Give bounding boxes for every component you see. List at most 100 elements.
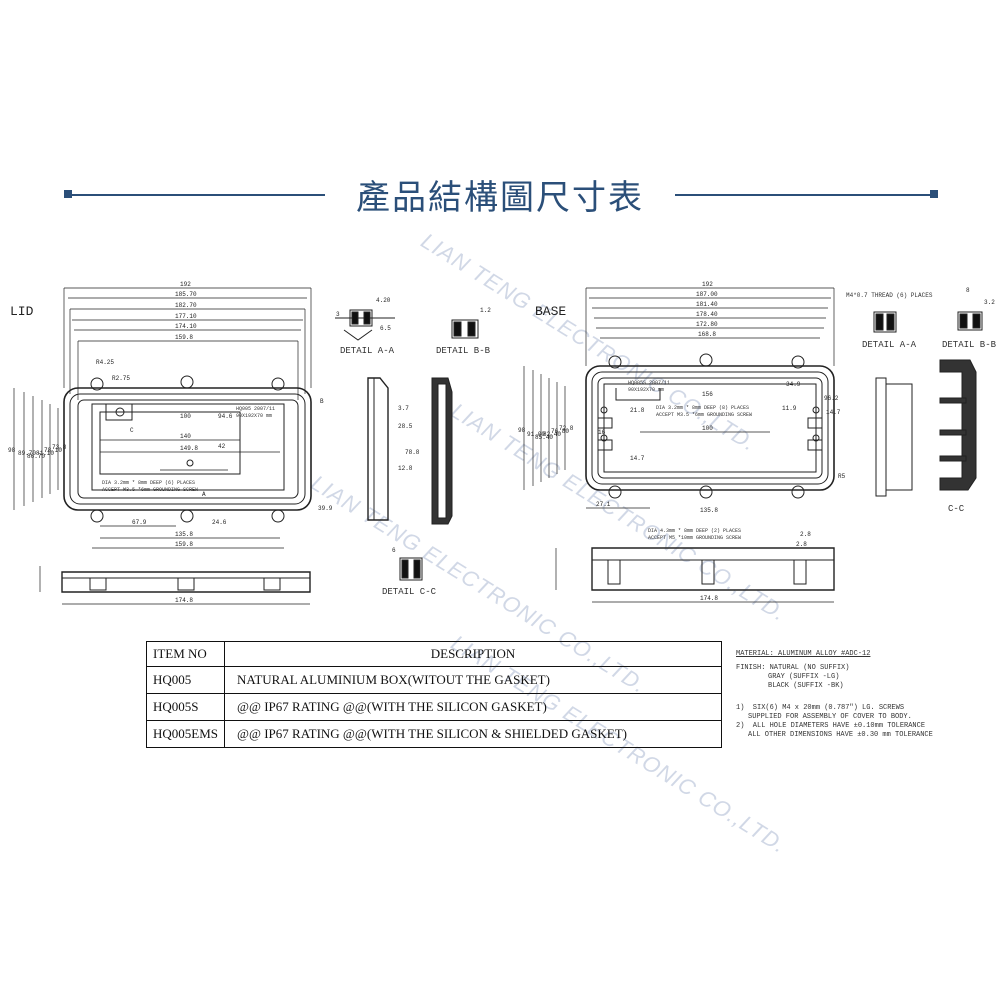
note-1b: SUPPLIED FOR ASSEMBLY OF COVER TO BODY. (748, 713, 912, 721)
dim-label: 135.8 (700, 507, 718, 514)
dim-label: 67.9 (132, 519, 147, 526)
banner-right-line (675, 194, 935, 196)
lid-side-view (39, 566, 311, 605)
lid-detail-cc (399, 557, 423, 581)
dim-label: 156 (702, 391, 713, 398)
dim-label: 91.00 (527, 431, 545, 438)
description-cell: NATURAL ALUMINIUM BOX(WITOUT THE GASKET) (224, 666, 722, 694)
base-ground-note-2: ACCEPT M5 *10mm GROUNDING SCREW (648, 535, 742, 541)
lid-section-view (367, 377, 453, 525)
dim-label: 159.8 (175, 334, 193, 341)
banner-left-dot (64, 190, 72, 198)
dim-label: 174.10 (175, 323, 197, 330)
dim-label: 185.70 (175, 291, 197, 298)
lid-part-stamp-2: 90X192X70 mm (236, 413, 273, 419)
table-row: HQ005 NATURAL ALUMINIUM BOX(WITOUT THE G… (145, 666, 722, 694)
base-detail-aa-label: DETAIL A-A (862, 340, 917, 350)
base-dimension-lines (523, 287, 835, 509)
dim-label: 187.00 (696, 291, 718, 298)
finish-gray-note: GRAY (SUFFIX -LG) (768, 673, 840, 681)
dim-label: 24.6 (212, 519, 227, 526)
table-row: HQ005S @@ IP67 RATING @@(WITH THE SILICO… (145, 693, 722, 721)
lid-view-label: LID (10, 304, 34, 319)
base-thread-note: M4*0.7 THREAD (6) PLACES (846, 292, 933, 299)
base-part-stamp-2: 90X192X70 mm (628, 387, 665, 393)
finish-note: FINISH: NATURAL (NO SUFFIX) (736, 664, 850, 672)
dim-label: 192 (702, 281, 713, 288)
description-header: DESCRIPTION (224, 641, 722, 667)
dim-label: C (130, 427, 134, 434)
lid-detail-aa-label: DETAIL A-A (340, 346, 395, 356)
lid-detail-aa (335, 309, 395, 341)
dim-label: 14.7 (630, 455, 645, 462)
dim-label: 3.2 (984, 299, 995, 306)
lid-plan-view (63, 375, 312, 523)
description-cell: @@ IP67 RATING @@(WITH THE SILICON & SHI… (224, 720, 722, 748)
dim-label: 149.8 (180, 445, 198, 452)
dim-label: 3 (336, 311, 340, 318)
base-section-view (875, 359, 977, 497)
lid-hole-note-1: DIA 3.2mm * 8mm DEEP (6) PLACES (102, 480, 196, 486)
dim-label: 177.10 (175, 313, 197, 320)
table-row: HQ005EMS @@ IP67 RATING @@(WITH THE SILI… (145, 720, 722, 748)
dim-label: 6 (392, 547, 396, 554)
lid-detail-cc-label: DETAIL C-C (382, 587, 437, 597)
dim-label: 135.8 (175, 531, 193, 538)
dim-label: R2.75 (112, 375, 130, 382)
item-no-cell: HQ005S (145, 693, 226, 721)
dim-label: 82.40 (543, 431, 561, 438)
item-no-header: ITEM NO (145, 641, 226, 667)
base-detail-bb (957, 311, 983, 331)
technical-drawing: 192 185.70 182.70 177.10 174.10 159.8 10… (8, 281, 995, 605)
dim-label: 28.5 (398, 423, 413, 430)
banner-right-dot (930, 190, 938, 198)
description-cell: @@ IP67 RATING @@(WITH THE SILICON GASKE… (224, 693, 722, 721)
dim-label: R5 (838, 473, 846, 480)
item-table: ITEM NO DESCRIPTION HQ005 NATURAL ALUMIN… (145, 641, 722, 748)
dim-label: 181.40 (696, 301, 718, 308)
dim-label: 11.9 (782, 405, 797, 412)
dim-label: 94.6 (218, 413, 233, 420)
dim-label: 89.70 (18, 450, 36, 457)
note-2a: 2) ALL HOLE DIAMETERS HAVE ±0.10mm TOLER… (736, 722, 926, 730)
lid-hole-note-2: ACCEPT M3.5 *6mm GROUNDING SCREW (102, 487, 199, 493)
item-no-cell: HQ005EMS (145, 720, 226, 748)
dim-label: 73.8 (52, 444, 67, 451)
dim-label: 6.5 (380, 325, 391, 332)
page-title: 產品結構圖尺寸表 (356, 178, 644, 218)
dim-label: 78.8 (405, 449, 420, 456)
dim-label: 98 (8, 447, 16, 454)
material-note: MATERIAL: ALUMINUM ALLOY #ADC-12 (736, 650, 871, 658)
lid-detail-bb-label: DETAIL B-B (436, 346, 491, 356)
finish-black-note: BLACK (SUFFIX -BK) (768, 682, 844, 690)
dim-label: 21.8 (630, 407, 645, 414)
dim-label: 174.8 (700, 595, 718, 602)
dim-label: 78.10 (44, 447, 62, 454)
dim-label: 12.8 (398, 465, 413, 472)
base-ground-note-1: DIA 4.3mm * 8mm DEEP (2) PLACES (648, 528, 742, 534)
dim-label: 4.20 (376, 297, 391, 304)
base-plan-view (585, 353, 835, 499)
dim-label: 42 (218, 443, 226, 450)
dim-label: 3.7 (398, 405, 409, 412)
dim-label: 96.2 (824, 395, 839, 402)
dim-label: 98 (518, 427, 526, 434)
dim-label: 72.8 (559, 425, 574, 432)
note-2b: ALL OTHER DIMENSIONS HAVE ±0.30 mm TOLER… (748, 731, 933, 739)
dim-label: 192 (180, 281, 191, 288)
dim-label: 39.9 (318, 505, 333, 512)
item-no-cell: HQ005 (145, 666, 226, 694)
dim-label: 85.40 (535, 434, 553, 441)
banner-left-line (70, 194, 325, 196)
dim-label: 16 (598, 429, 606, 436)
dim-label: 2.8 (796, 541, 807, 548)
dim-label: 174.8 (175, 597, 193, 604)
dim-label: B (320, 398, 324, 405)
dim-label: 1.2 (480, 307, 491, 314)
table-header-row: ITEM NO DESCRIPTION (145, 641, 722, 667)
base-part-stamp-1: HQ005S 2007/11 (628, 380, 671, 386)
base-cc-label: C-C (948, 504, 965, 514)
base-side-view (555, 547, 835, 603)
dim-label: A (202, 491, 206, 498)
dim-label: 27.1 (596, 501, 611, 508)
